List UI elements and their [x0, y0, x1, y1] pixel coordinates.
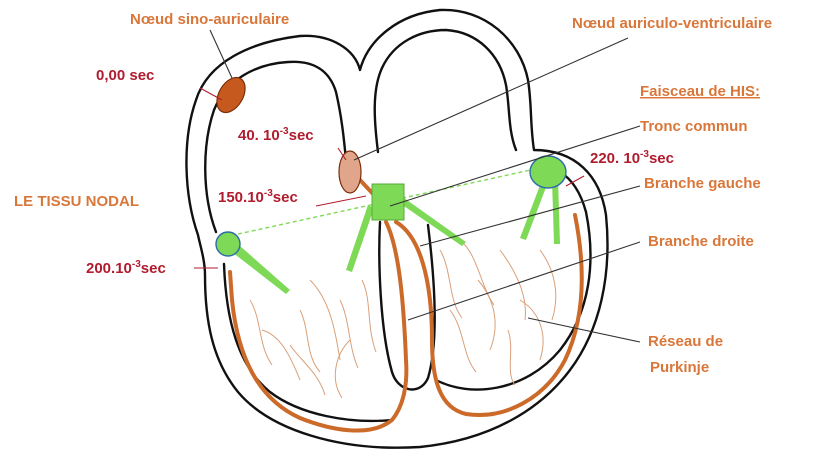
his-bundle-box [372, 184, 404, 220]
label-left-branch: Branche gauche [644, 175, 761, 192]
label-right-branch: Branche droite [648, 233, 754, 250]
label-bundle-his: Faisceau de HIS: [640, 83, 760, 100]
left-atrium-inner [375, 30, 516, 152]
left-atrial-node [530, 156, 566, 188]
av-node [339, 151, 361, 193]
sa-node [211, 73, 251, 118]
sa-right-fibre [232, 246, 290, 294]
right-atrial-node [216, 232, 240, 256]
timing-t220: 220. 10-3sec [590, 149, 674, 167]
pointer-purkinje [528, 318, 640, 342]
diagram-title: LE TISSU NODAL [14, 193, 139, 210]
timing-t220-base: 220. 10 [590, 150, 640, 167]
lv-fibre-1 [520, 180, 548, 240]
timing-t200-unit: sec [141, 260, 166, 277]
timing-t150-base: 150.10 [218, 189, 264, 206]
pointer-av-node [354, 38, 628, 160]
pointer-t150 [316, 196, 366, 206]
label-sa-node: Nœud sino-auriculaire [130, 11, 289, 28]
label-purkinje-line1: Réseau de [648, 333, 723, 350]
timing-t200: 200.10-3sec [86, 259, 166, 277]
pointer-lines [194, 30, 640, 342]
timing-t150-unit: sec [273, 189, 298, 206]
timing-t40-base: 40. 10 [238, 127, 280, 144]
timing-t0: 0,00 sec [96, 67, 154, 84]
his-left-fibre [346, 205, 374, 272]
timing-t40-unit: sec [289, 127, 314, 144]
label-purkinje-line2: Purkinje [650, 359, 709, 376]
his-right-fibre [398, 198, 466, 246]
label-av-node: Nœud auriculo-ventriculaire [572, 15, 772, 32]
timing-t220-unit: sec [649, 150, 674, 167]
timing-t200-base: 200.10 [86, 260, 132, 277]
timing-t40: 40. 10-3sec [238, 126, 314, 144]
label-common-trunk: Tronc commun [640, 118, 748, 135]
timing-t150: 150.10-3sec [218, 188, 298, 206]
